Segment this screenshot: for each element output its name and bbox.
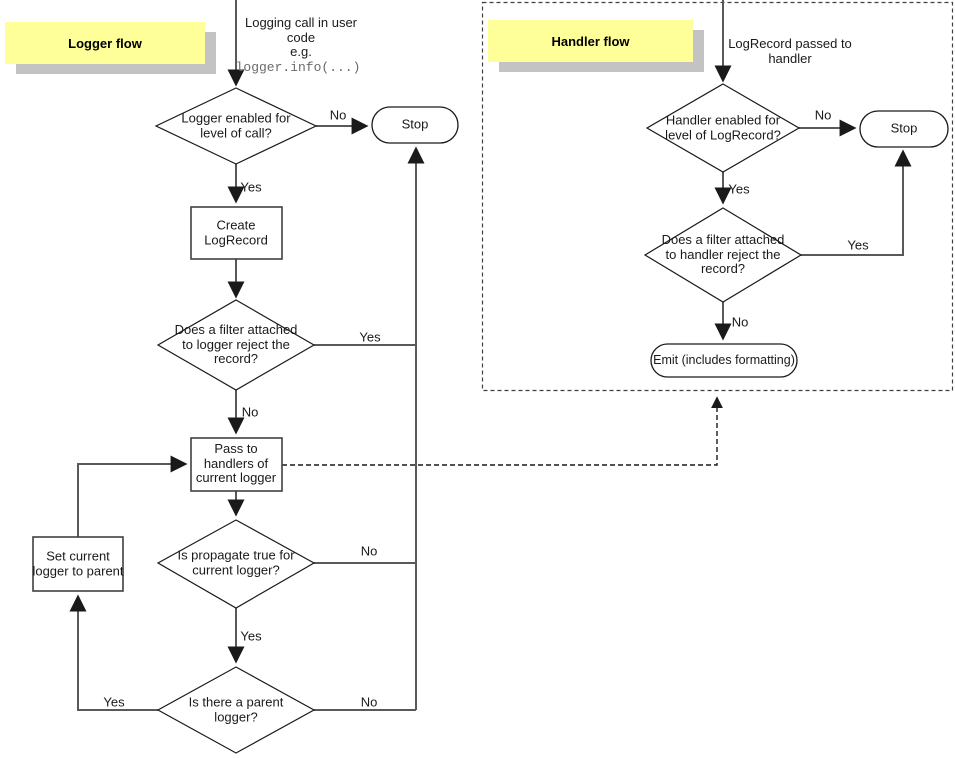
edge-pass-to-handler-panel-dashed xyxy=(282,396,723,466)
decision-propagate-label: Is propagate true for current logger? xyxy=(177,547,295,577)
process-set-current-logger xyxy=(32,536,124,592)
edge-label-enabled-no: No xyxy=(329,107,347,123)
edge-label-parent-yes: Yes xyxy=(103,694,125,710)
logger-entry-code: logger.info(...) xyxy=(235,60,361,75)
edge-label-enabled-yes: Yes xyxy=(240,179,262,195)
edge-label-propagate-yes: Yes xyxy=(240,628,262,644)
edge-parent-yes-to-setparent xyxy=(69,594,158,711)
logger-flow-banner: Logger flow xyxy=(5,22,205,64)
decision-handler-enabled xyxy=(645,83,801,173)
decision-logger-filter-label: Does a filter attached to logger reject … xyxy=(174,322,298,367)
decision-logger-enabled-label: Logger enabled for level of call? xyxy=(181,110,291,140)
edge-label-parent-no: No xyxy=(360,694,378,710)
edge-label-hfilter-no: No xyxy=(731,314,749,330)
decision-handler-filter-label: Does a filter attached to handler reject… xyxy=(661,232,785,277)
logger-entry-note: Logging call in user code e.g. xyxy=(244,15,358,60)
edge-label-hfilter-yes: Yes xyxy=(847,237,869,253)
edge-label-propagate-no: No xyxy=(360,543,378,559)
decision-parent-logger xyxy=(156,666,316,754)
process-create-logrecord xyxy=(190,206,283,260)
edge-hfilter-yes-to-stop xyxy=(801,149,912,256)
process-set-current-logger-label: Set current logger to parent xyxy=(32,548,124,578)
handler-flow-banner: Handler flow xyxy=(488,20,693,62)
decision-logger-filter xyxy=(156,299,316,391)
edge-label-henabled-no: No xyxy=(814,107,832,123)
terminator-logger-stop xyxy=(371,106,459,144)
handler-panel-border xyxy=(481,1,954,392)
process-create-logrecord-label: Create LogRecord xyxy=(204,217,268,247)
decision-handler-enabled-label: Handler enabled for level of LogRecord? xyxy=(665,112,781,142)
decision-logger-enabled xyxy=(154,87,318,165)
decision-propagate xyxy=(156,519,316,609)
decision-parent-logger-label: Is there a parent logger? xyxy=(188,694,284,724)
terminator-handler-stop xyxy=(859,110,949,148)
terminator-emit-label: Emit (includes formatting) xyxy=(653,353,795,367)
handler-entry-note: LogRecord passed to handler xyxy=(728,36,852,66)
process-pass-to-handlers-label: Pass to handlers of current logger xyxy=(195,441,277,486)
edge-label-filter-yes: Yes xyxy=(359,329,381,345)
process-pass-to-handlers xyxy=(190,437,283,492)
terminator-logger-stop-label: Stop xyxy=(401,116,429,132)
edge-label-henabled-yes: Yes xyxy=(728,181,750,197)
terminator-handler-stop-label: Stop xyxy=(890,120,918,136)
terminator-emit xyxy=(650,343,798,378)
edge-setparent-to-pass xyxy=(77,455,188,537)
edge-label-filter-no: No xyxy=(241,404,259,420)
decision-handler-filter xyxy=(643,207,803,303)
